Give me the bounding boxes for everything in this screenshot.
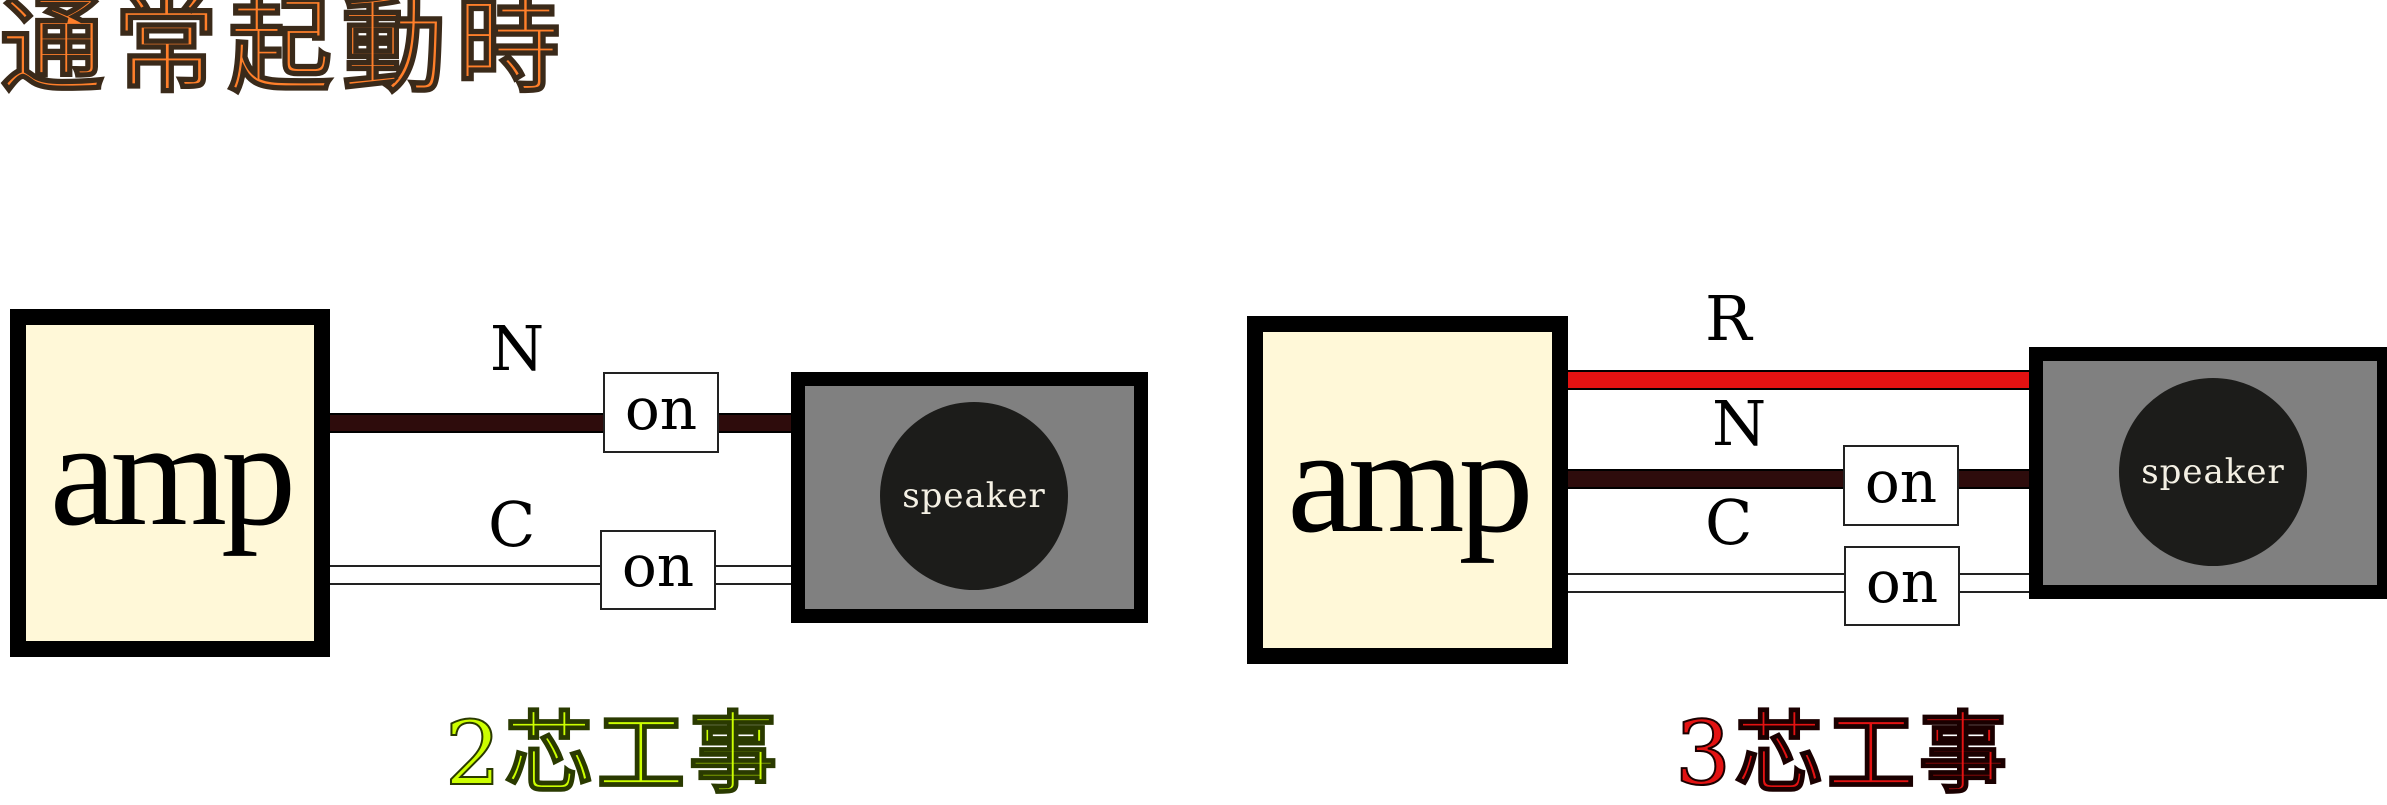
wire-label-c: C bbox=[488, 488, 536, 561]
wire-label-n: N bbox=[1712, 387, 1767, 460]
wire-n bbox=[1564, 469, 2034, 489]
switch-c-label: on bbox=[1865, 548, 1939, 616]
caption-number: 3 bbox=[1674, 702, 1735, 805]
switch-n[interactable]: on bbox=[603, 372, 719, 453]
switch-c[interactable]: on bbox=[1844, 546, 1960, 626]
amp-box: amp bbox=[10, 309, 330, 657]
wire-label-n: N bbox=[490, 312, 545, 385]
speaker-label: speaker bbox=[902, 476, 1046, 516]
switch-n[interactable]: on bbox=[1843, 445, 1959, 526]
switch-c-label: on bbox=[621, 532, 695, 600]
speaker-box: speaker bbox=[791, 372, 1148, 623]
caption-number: 2 bbox=[444, 702, 505, 805]
wire-c bbox=[326, 565, 796, 585]
switch-n-label: on bbox=[624, 374, 698, 443]
amp-label: amp bbox=[49, 391, 296, 557]
caption-text: 芯工事 bbox=[1734, 702, 2012, 805]
wire-c bbox=[1564, 573, 2034, 593]
speaker-box: speaker bbox=[2029, 347, 2387, 599]
caption-three-core: 3芯工事 bbox=[1674, 709, 2011, 799]
amp-box: amp bbox=[1247, 316, 1568, 664]
page-title: 通常起動時 bbox=[0, 0, 571, 107]
speaker-cone-icon: speaker bbox=[2119, 378, 2307, 566]
amp-label: amp bbox=[1287, 398, 1533, 564]
wire-label-r: R bbox=[1705, 282, 1752, 355]
switch-n-label: on bbox=[1864, 447, 1938, 516]
caption-two-core: 2芯工事 bbox=[444, 709, 781, 799]
speaker-cone-icon: speaker bbox=[880, 402, 1068, 590]
wire-n bbox=[326, 413, 796, 433]
switch-c[interactable]: on bbox=[600, 530, 716, 610]
caption-text: 芯工事 bbox=[504, 702, 782, 805]
wire-r bbox=[1564, 370, 2034, 390]
wire-label-c: C bbox=[1705, 486, 1753, 559]
speaker-label: speaker bbox=[2141, 452, 2285, 492]
